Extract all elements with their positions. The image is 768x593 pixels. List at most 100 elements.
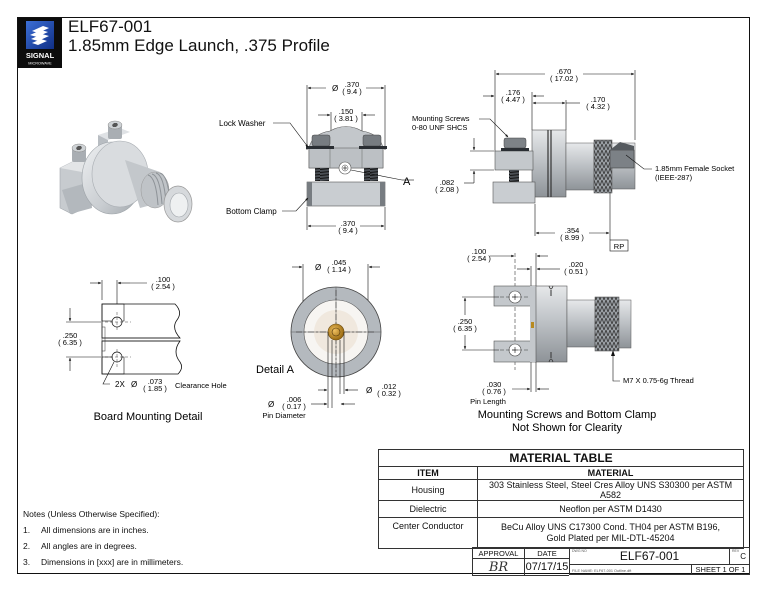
file-name-label: FILE NAME: ELF67-001 Outline.dft [572, 569, 632, 573]
part-description: 1.85mm Edge Launch, .375 Profile [68, 36, 330, 55]
date-label: DATE [524, 547, 569, 558]
table-row: Housing 303 Stainless Steel, Steel Cres … [378, 479, 744, 501]
dim-mm: ( 1.14 ) [327, 265, 351, 274]
socket-std-label: (IEEE-287) [655, 173, 693, 182]
material-table: MATERIAL TABLE ITEM MATERIAL Housing 303… [378, 449, 744, 549]
dim-mm: ( 4.32 ) [586, 102, 610, 111]
table-row: Dielectric Neoflon per ASTM D1430 [378, 500, 744, 518]
dim-inch: .176 [506, 88, 521, 97]
dim-inch: .100 [156, 275, 171, 284]
dim-mm: ( 6.35 ) [453, 324, 477, 333]
material-cell: 303 Stainless Steel, Steel Cres Alloy UN… [477, 479, 744, 501]
material-line: BeCu Alloy UNS C17300 Cond. TH04 per AST… [501, 522, 720, 532]
dim-inch: .082 [440, 178, 455, 187]
column-header-item: ITEM [378, 466, 478, 480]
rp-box [609, 239, 629, 252]
dim-mm: ( 1.85 ) [143, 384, 167, 393]
material-line: Gold Plated per MIL-DTL-45204 [546, 533, 675, 543]
dim-mm: ( 0.76 ) [482, 387, 506, 396]
part-number: ELF67-001 [68, 17, 153, 36]
dim-mm: ( 0.51 ) [564, 267, 588, 276]
socket-label: 1.85mm Female Socket [655, 164, 735, 173]
top-view-caption-1: Mounting Screws and Bottom Clamp [478, 409, 657, 421]
note-number: 1. [23, 525, 31, 535]
notes: Notes (Unless Otherwise Specified): 1. Al… [23, 506, 183, 570]
material-table-title: MATERIAL TABLE [378, 449, 744, 467]
rev-label: REV [732, 549, 740, 553]
dim-mm: ( 4.47 ) [501, 95, 525, 104]
notes-title: Notes (Unless Otherwise Specified): [23, 509, 160, 519]
dim-mm: ( 6.35 ) [58, 338, 82, 347]
dim-inch: .670 [557, 67, 572, 76]
table-row: Center Conductor BeCu Alloy UNS C17300 C… [378, 517, 744, 549]
side-view: .670 ( 17.02 ) .176 ( 4.47 ) .170 ( 4.32… [412, 67, 735, 252]
rev-cell: REV C [729, 547, 750, 564]
dim-mm: ( 3.81 ) [334, 114, 358, 123]
dim-mm: ( 9.4 ) [342, 87, 362, 96]
dim-inch: .030 [487, 380, 502, 389]
dim-mm: ( 2.54 ) [151, 282, 175, 291]
logo-name: SIGNAL [26, 51, 55, 60]
board-mounting-detail: .100 ( 2.54 ) .250 ( 6.35 ) [58, 275, 227, 423]
board-detail-title: Board Mounting Detail [94, 411, 203, 423]
material-cell: BeCu Alloy UNS C17300 Cond. TH04 per AST… [477, 517, 744, 549]
dim-prefix: Ø [366, 386, 372, 395]
sheet-number: SHEET 1 OF 1 [691, 564, 750, 575]
mounting-screws-spec: 0-80 UNF SHCS [412, 123, 467, 132]
dim-mm: ( 0.17 ) [282, 402, 306, 411]
dim-mm: ( 17.02 ) [550, 74, 578, 83]
detail-a-view: Ø .045 ( 1.14 ) Ø .012 ( 0.32 ) [256, 258, 401, 420]
dim-mm: ( 0.32 ) [377, 389, 401, 398]
approval-label: APPROVAL [472, 547, 524, 558]
bottom-clamp-label: Bottom Clamp [226, 207, 277, 216]
dim-prefix: Ø [332, 84, 338, 93]
note-item: 2. All angles are in degrees. [23, 538, 183, 554]
dwg-no: ELF67-001 [619, 549, 680, 563]
dim-inch: .170 [591, 95, 606, 104]
approval-signature: BR [472, 558, 524, 575]
note-text: All angles are in degrees. [41, 541, 137, 551]
mounting-screws-label: Mounting Screws [412, 114, 470, 123]
dim-inch: .250 [458, 317, 473, 326]
hole-prefix: Ø [131, 380, 137, 389]
dim-inch: .354 [565, 226, 580, 235]
dwg-no-label: DWG NO [572, 549, 587, 553]
isometric-view [59, 120, 193, 223]
clearance-hole-label: Clearance Hole [175, 381, 227, 390]
signal-microwave-logo: SIGNAL MICROWAVE [18, 18, 62, 68]
column-header-material: MATERIAL [477, 466, 744, 480]
dim-mm: ( 2.08 ) [435, 185, 459, 194]
screw-head-icon [107, 120, 123, 139]
dwg-no-cell: DWG NO ELF67-001 [569, 547, 729, 564]
front-view: Ø .370 ( 9.4 ) .150 ( 3.81 ) [219, 80, 414, 235]
logo-sub: MICROWAVE [28, 62, 52, 66]
thread-label: M7 X 0.75-6g Thread [623, 376, 694, 385]
dim-inch: .045 [332, 258, 347, 267]
dim-inch: .012 [382, 382, 397, 391]
note-item: 1. All dimensions are in inches. [23, 522, 183, 538]
item-cell: Dielectric [378, 500, 478, 518]
title-block: APPROVAL BR DATE 07/17/15 DWG NO ELF67-0… [472, 547, 750, 576]
dim-inch: .020 [569, 260, 584, 269]
dim-inch: .370 [345, 80, 360, 89]
date-value: 07/17/15 [524, 558, 569, 575]
rev-value: C [740, 552, 746, 561]
signal-microwave-logo-icon: SIGNAL MICROWAVE [26, 21, 55, 66]
note-text: All dimensions are in inches. [41, 525, 149, 535]
dim-inch: .073 [148, 377, 163, 386]
top-view-caption-2: Not Shown for Clearity [512, 422, 623, 434]
dim-inch: .250 [63, 331, 78, 340]
item-cell: Center Conductor [378, 517, 478, 549]
note-item: 3.Dimensions in [xxx] are in millimeters… [23, 554, 183, 570]
rp-label: RP [614, 242, 624, 251]
dim-inch: .100 [472, 247, 487, 256]
dim-mm: ( 8.99 ) [560, 233, 584, 242]
dim-prefix: Ø [315, 263, 321, 272]
note-number: 2. [23, 541, 31, 551]
screw-head-icon [71, 143, 87, 162]
pin-diameter-label: Pin Diameter [262, 411, 306, 420]
dim-mm: ( 9.4 ) [338, 226, 358, 235]
connector-3d-render [59, 120, 193, 223]
